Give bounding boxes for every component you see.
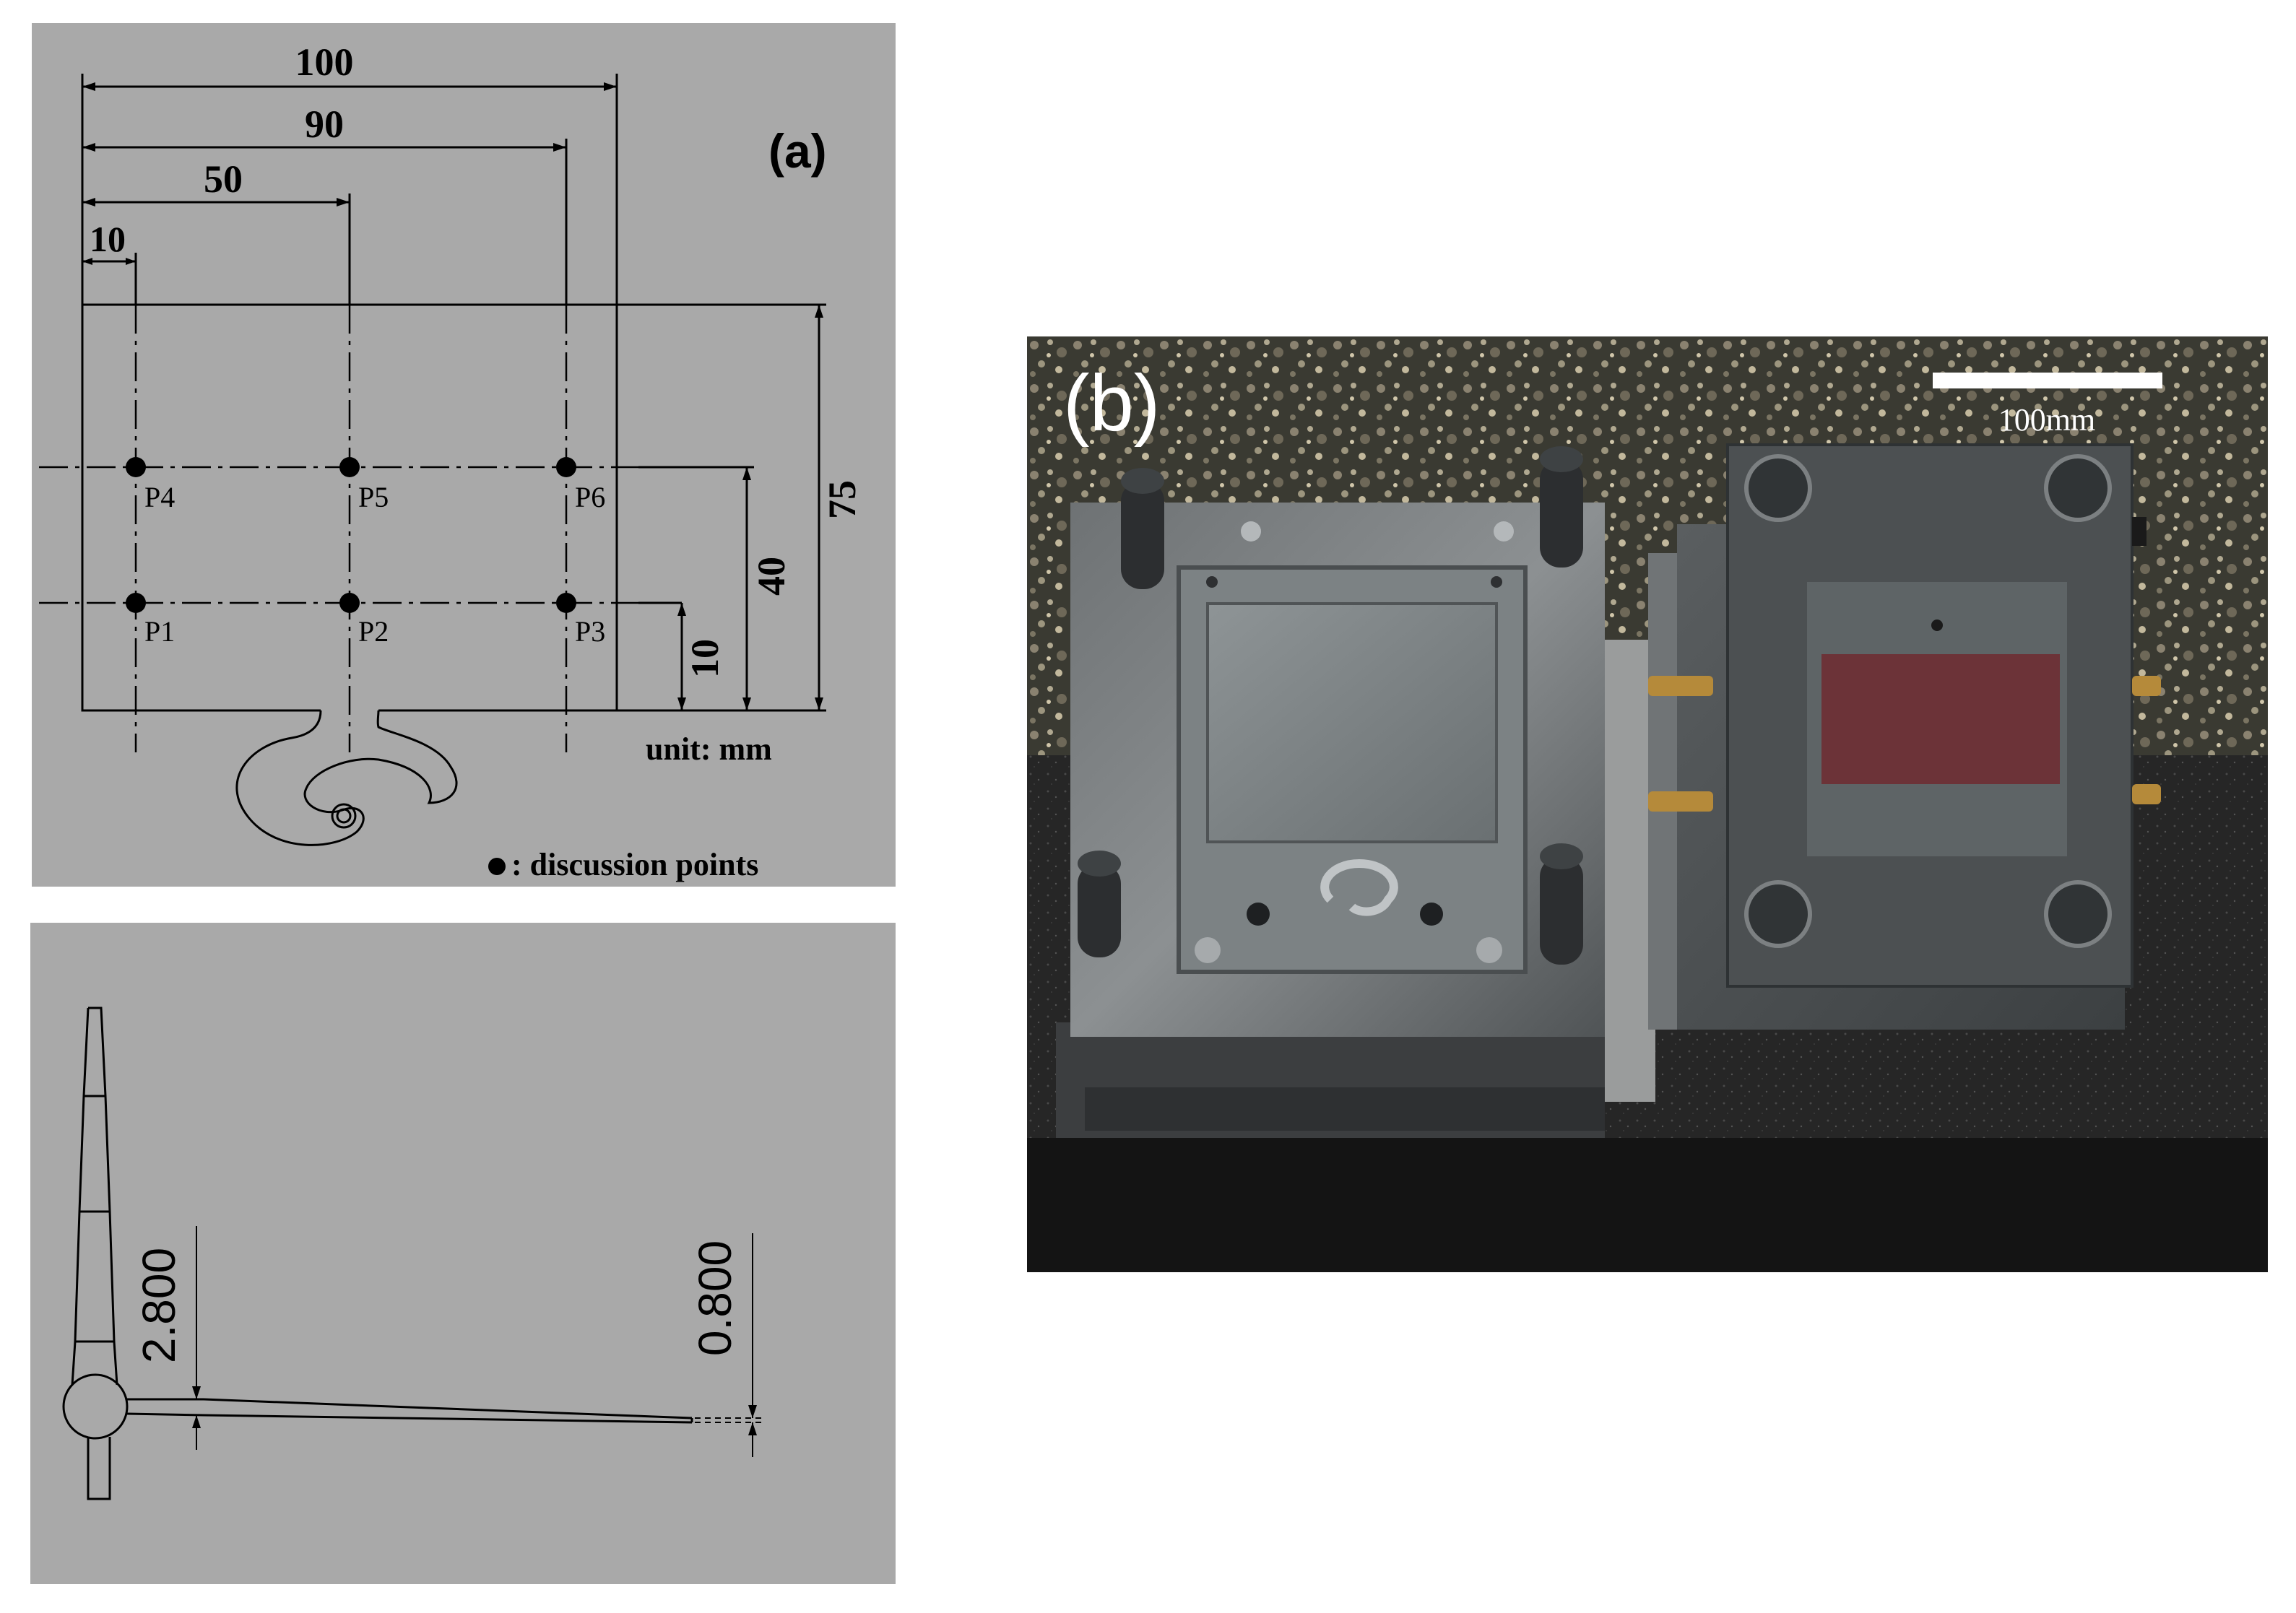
dim-0800: 0.800 [689,1240,741,1356]
dim-100: 100 [295,40,354,84]
point-p5-marker [339,457,360,477]
table-edge-shadow [1027,1138,2268,1272]
dim-50: 50 [204,157,243,201]
mold-cavity-half [1648,443,2161,1030]
dim-2800: 2.800 [133,1248,185,1363]
point-label-p6: P6 [575,481,605,513]
point-p4-marker [126,457,146,477]
red-cavity-area [1821,654,2060,784]
scale-bar [1933,373,2162,388]
dim-90: 90 [305,103,344,146]
point-p6-marker [556,457,576,477]
ejector-plate-side [1605,640,1655,1102]
drawing-background [32,23,896,887]
arrowheads [82,82,823,710]
scale-label: 100mm [1998,402,2095,438]
dim-10-vertical: 10 [683,639,727,678]
point-label-p5: P5 [358,481,389,513]
point-p3-marker [556,593,576,613]
point-label-p4: P4 [144,481,175,513]
panel-a-label: (a) [768,124,827,178]
point-p2-marker [339,593,360,613]
section-background [30,923,896,1584]
panel-a-drawing: 100 90 50 10 75 40 10 P1 P2 P3 P4 P5 P6 … [32,23,896,887]
point-label-p2: P2 [358,615,389,648]
dim-40: 40 [750,557,793,596]
discussion-points [126,457,576,613]
section-arrowheads [192,1386,757,1435]
unit-label: unit: mm [646,731,772,767]
point-p1-marker [126,593,146,613]
legend-point-icon [488,858,506,875]
mold-core-half [1056,446,1655,1138]
legend-label: : discussion points [511,847,758,882]
panel-b-label: (b) [1063,359,1160,448]
cooling-fittings [1648,676,2161,812]
point-label-p1: P1 [144,615,175,648]
dim-10: 10 [90,219,126,259]
guide-pins [1078,446,1583,965]
dim-75: 75 [820,480,864,519]
right-dimension-lines [617,303,826,712]
point-label-p3: P3 [575,615,605,648]
section-dimension-lines [196,1226,763,1457]
section-outline [62,1007,693,1500]
panel-b-mold-photo: 100mm (b) [1027,336,2268,1272]
panel-a-section-view: 2.800 0.800 [30,923,896,1584]
